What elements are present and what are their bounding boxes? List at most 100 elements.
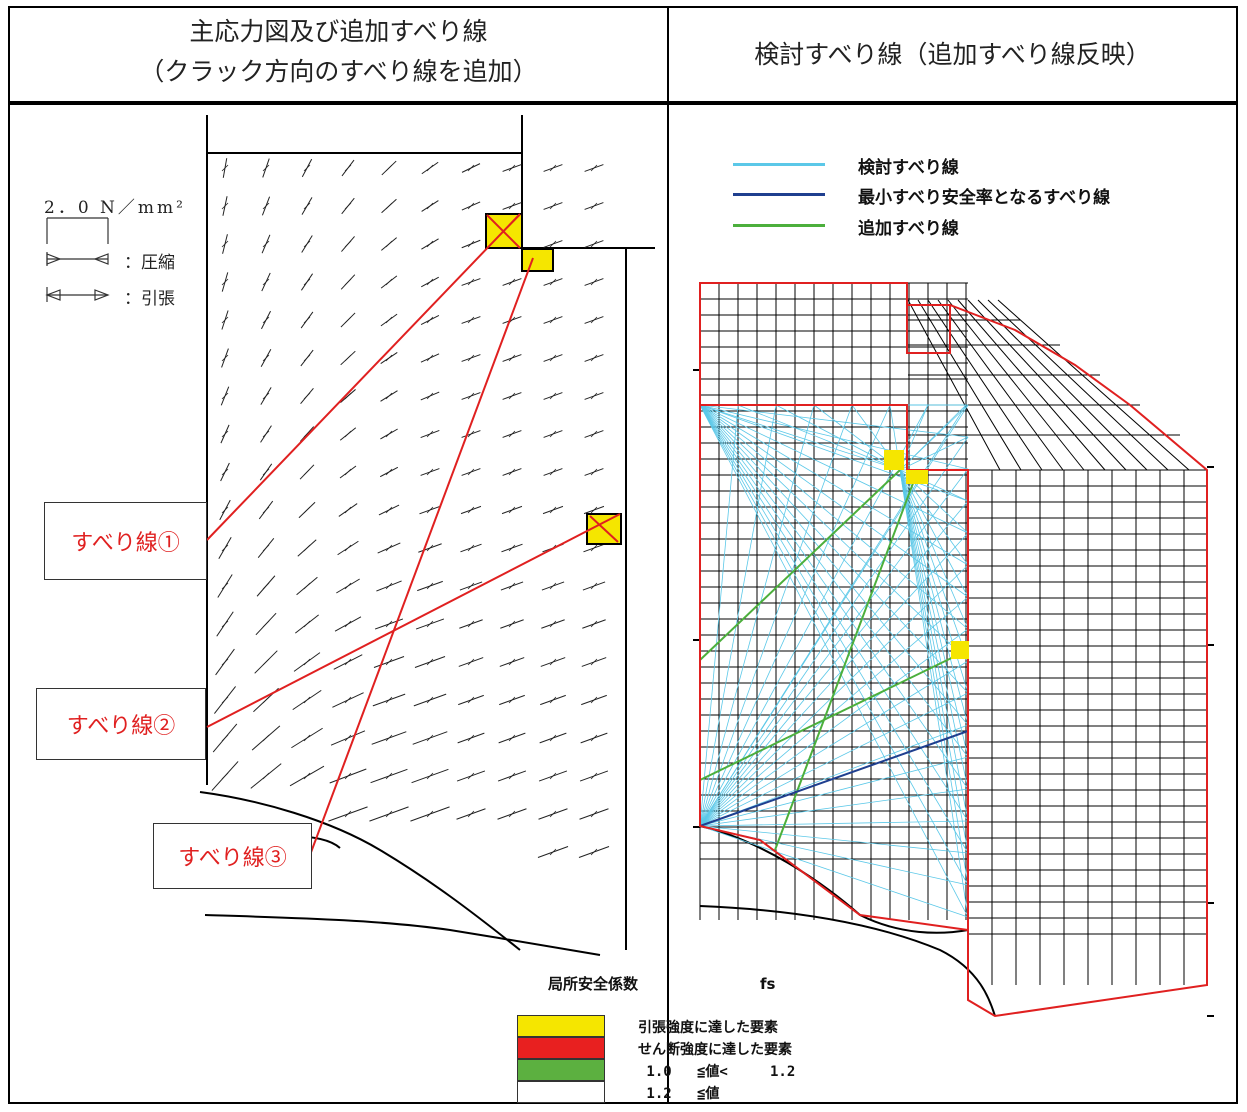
stress-arrow-minor <box>508 468 516 476</box>
tension-element-right <box>906 470 928 484</box>
column-separator <box>667 6 669 1104</box>
mesh-fan <box>967 299 1127 471</box>
stress-arrow-minor <box>303 392 311 400</box>
examined-slip-line <box>899 469 969 726</box>
stress-arrow-minor <box>262 278 270 286</box>
stress-arrow-minor <box>262 392 270 400</box>
stress-arrow-minor <box>508 278 516 286</box>
examined-slip-line <box>699 436 969 827</box>
mesh-fan <box>997 299 1190 471</box>
stress-arrow-minor <box>385 544 393 552</box>
slip-line-3-label: すべり線③ <box>153 823 312 889</box>
examined-slip-line <box>699 404 969 854</box>
stress-arrow-minor <box>590 468 598 476</box>
stress-arrow-minor <box>344 316 352 324</box>
stress-arrow-minor <box>426 202 434 210</box>
stress-arrow-minor <box>262 696 270 704</box>
stress-arrow-minor <box>385 658 393 666</box>
examined-slip-line <box>699 404 969 918</box>
stress-arrow-minor <box>549 734 557 742</box>
stress-arrow-minor <box>508 658 516 666</box>
stress-arrow-minor <box>590 582 598 590</box>
stress-arrow-minor <box>426 696 434 704</box>
stress-arrow-minor <box>262 506 270 514</box>
stress-arrow-minor <box>549 164 557 172</box>
legend-row-over-1-2: 1.2 ≦値 <box>638 1086 720 1102</box>
stress-arrow-minor <box>221 392 229 400</box>
examined-slip-line <box>699 404 853 827</box>
stress-arrow-minor <box>426 772 434 780</box>
examined-slip-line <box>737 404 901 471</box>
stress-arrow-minor <box>508 430 516 438</box>
stress-arrow-minor <box>508 392 516 400</box>
stress-arrow-minor <box>426 734 434 742</box>
stress-arrow-minor <box>549 240 557 248</box>
examined-slip-line <box>699 596 969 827</box>
stress-arrow-minor <box>467 582 475 590</box>
stress-arrow-minor <box>344 772 352 780</box>
stress-arrow-minor <box>303 164 311 172</box>
stress-arrow-minor <box>590 620 598 628</box>
mesh-fan <box>927 299 1043 471</box>
stress-arrow-minor <box>262 734 270 742</box>
stress-arrow-minor <box>426 810 434 818</box>
examined-slip-line <box>699 628 969 827</box>
stress-arrow-minor <box>221 164 229 172</box>
stress-arrow-minor <box>385 772 393 780</box>
stress-arrow-minor <box>426 430 434 438</box>
stress-arrow-minor <box>303 772 311 780</box>
stress-arrow-minor <box>508 354 516 362</box>
stress-arrow-minor <box>385 582 393 590</box>
stress-arrow-minor <box>426 164 434 172</box>
left-header: 主応力図及び追加すべり線 （クラック方向のすべり線を追加） <box>10 12 667 92</box>
mesh-fan <box>957 299 1106 471</box>
cross-1b <box>486 214 521 249</box>
stress-arrow-minor <box>508 620 516 628</box>
stress-arrow-minor <box>467 316 475 324</box>
foundation-line-2 <box>699 905 996 1017</box>
examined-slip-line <box>699 532 969 827</box>
mesh-fan <box>937 299 1064 471</box>
examined-slip-line <box>899 469 969 630</box>
slip-line-2 <box>206 513 621 728</box>
stress-arrow-minor <box>303 734 311 742</box>
stress-arrow-minor <box>467 620 475 628</box>
tension-label: ：引張 <box>124 289 175 309</box>
stress-arrow-minor <box>426 658 434 666</box>
examined-slip-line <box>899 404 929 471</box>
stress-arrow-minor <box>508 582 516 590</box>
stress-arrow-minor <box>385 430 393 438</box>
mesh-fan <box>917 299 1022 471</box>
stress-arrow-minor <box>221 316 229 324</box>
left-header-line2: （クラック方向のすべり線を追加） <box>139 57 538 86</box>
stress-arrow-minor <box>221 734 229 742</box>
stress-arrow-minor <box>467 430 475 438</box>
examined-slip-line <box>899 469 969 758</box>
stress-arrow-minor <box>221 240 229 248</box>
examined-slip-line <box>699 404 969 502</box>
mesh-notch <box>906 305 951 354</box>
examined-slip-line <box>699 404 969 758</box>
stress-arrow-minor <box>303 582 311 590</box>
stress-arrow-minor <box>467 202 475 210</box>
stress-arrow-minor <box>590 202 598 210</box>
stress-arrow-minor <box>262 772 270 780</box>
examined-slip-line <box>899 469 969 854</box>
examined-slip-line <box>699 404 969 598</box>
stress-arrow-minor <box>590 354 598 362</box>
examined-slip-line <box>699 404 969 694</box>
stress-arrow-minor <box>549 810 557 818</box>
local-safety-factor-title: 局所安全係数 <box>548 975 639 993</box>
stress-arrow-minor <box>590 506 598 514</box>
stress-arrow-minor <box>344 734 352 742</box>
stress-arrow-minor <box>303 316 311 324</box>
stress-arrow-minor <box>303 354 311 362</box>
swatch-over-1-2 <box>517 1081 605 1103</box>
stress-arrow-minor <box>549 392 557 400</box>
scale-magnitude: 2．0 N／mm² <box>44 198 186 218</box>
stress-arrow-minor <box>344 202 352 210</box>
scale-bracket <box>45 217 110 302</box>
stress-arrow-minor <box>385 810 393 818</box>
examined-slip-line <box>699 404 929 827</box>
legend-label-minimum: 最小すべり安全率となるすべり線 <box>858 188 1111 208</box>
